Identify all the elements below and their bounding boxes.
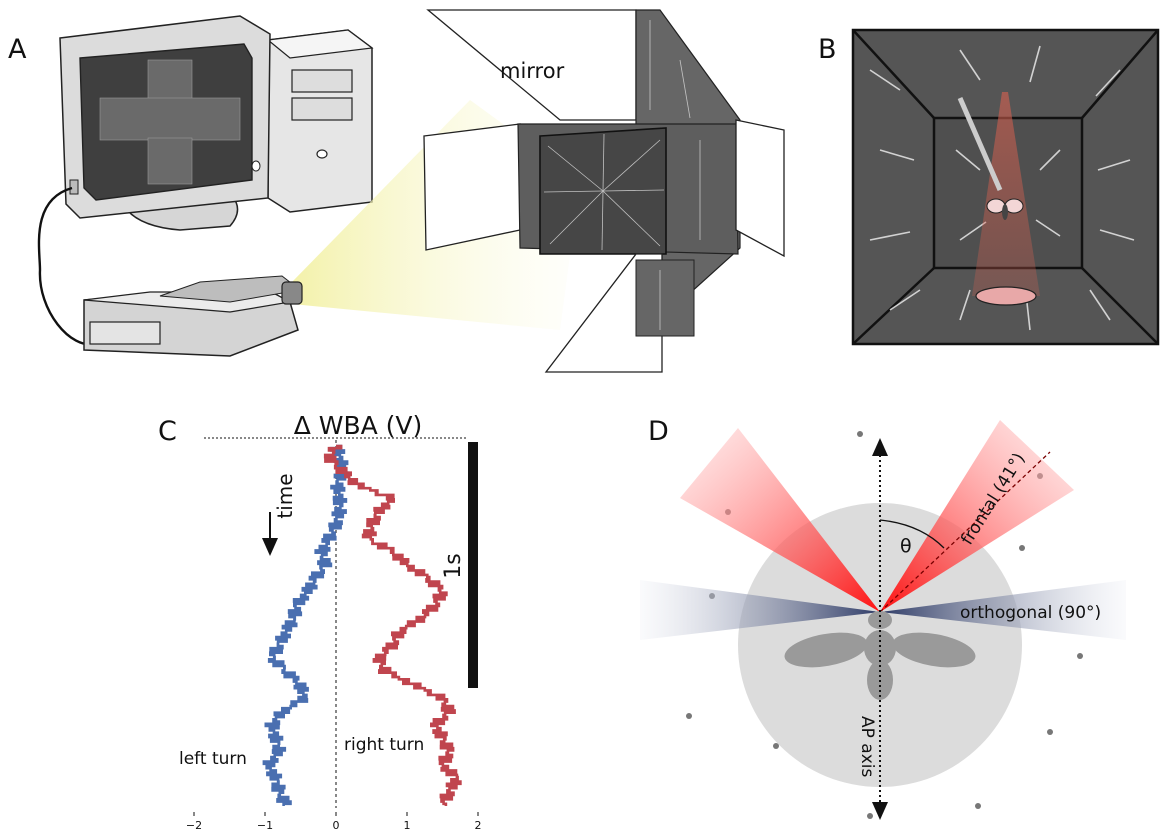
pillar-base <box>975 286 1037 306</box>
right-trace-label: right turn <box>344 735 424 755</box>
time-indicator: time <box>262 473 297 556</box>
orthogonal-wedge-right <box>880 580 1126 640</box>
mirror-assembly <box>423 9 785 373</box>
frontal-wedge-right <box>880 420 1074 612</box>
projector-icon <box>83 275 303 357</box>
theta-label: θ <box>900 535 912 557</box>
panel-b: B <box>818 28 1160 346</box>
cross-stimulus <box>99 59 241 185</box>
panel-a-label: A <box>8 34 27 65</box>
x-tick-label: 2 <box>475 819 482 832</box>
theta-arc <box>879 519 945 549</box>
x-axis: −2 −1 0 1 2 <box>186 812 482 832</box>
scale-bar-label: 1s <box>441 553 466 578</box>
time-label: time <box>273 473 297 518</box>
ap-axis-label: AP axis <box>857 716 877 777</box>
arena-stars <box>869 45 1135 331</box>
panel-c: C Δ WBA (V) time 1s left turn right turn… <box>158 411 482 832</box>
left-trace-label: left turn <box>179 749 247 769</box>
illumination-pillar <box>972 92 1040 296</box>
panel-d-label: D <box>648 416 669 447</box>
computer-tower-icon <box>266 29 374 213</box>
panel-c-label: C <box>158 416 177 447</box>
trace-group <box>262 444 462 806</box>
cable <box>37 186 97 346</box>
tether <box>957 97 1003 191</box>
mirror-label: mirror <box>500 59 565 83</box>
frontal-axis <box>879 451 1051 613</box>
orthogonal-wedge-left <box>640 580 880 640</box>
x-tick-label: −1 <box>257 819 273 832</box>
left-turn-trace <box>262 444 350 806</box>
panel-b-label: B <box>818 34 837 65</box>
x-tick-label: −2 <box>186 819 202 832</box>
fly-silhouette-icon <box>784 611 976 700</box>
monitor-icon <box>59 15 271 231</box>
x-tick-label: 0 <box>333 819 340 832</box>
x-tick-label: 1 <box>404 819 411 832</box>
orthogonal-label: orthogonal (90°) <box>960 603 1101 623</box>
right-turn-trace <box>323 444 462 806</box>
scale-bar <box>468 442 478 688</box>
chart-title: Δ WBA (V) <box>294 411 423 440</box>
panel-a: A <box>8 9 785 373</box>
frontal-wedge-left <box>680 428 880 612</box>
fly-icon <box>986 198 1024 220</box>
panel-d: D θ frontal (41°) orthogonal (90°) AP ax… <box>640 416 1126 820</box>
